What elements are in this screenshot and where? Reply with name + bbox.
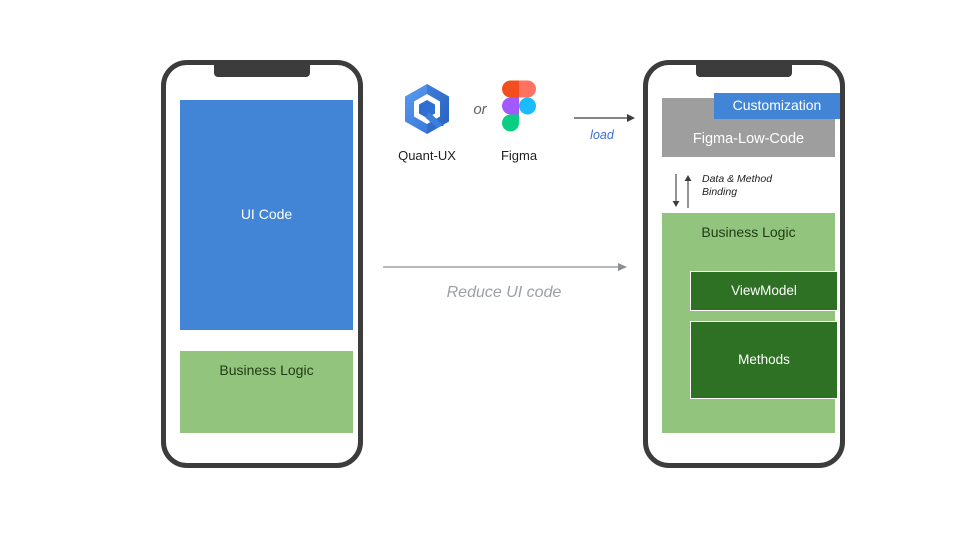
block-methods-label: Methods [738,351,790,367]
load-arrow-label: load [590,128,614,142]
quant-ux-caption: Quant-UX [398,148,456,163]
block-business-logic-right[interactable]: Business Logic ViewModel Methods [662,213,838,433]
reduce-arrow-group: Reduce UI code [382,258,632,312]
quant-ux-logo-icon [399,81,455,137]
block-methods[interactable]: Methods [690,321,838,399]
right-phone-frame: Figma-Low-Code Customization Data & Meth… [643,60,845,468]
data-method-binding-label: Data & Method Binding [702,173,773,199]
load-arrow-icon [574,114,635,122]
or-separator-label: or [473,101,487,118]
left-phone-frame: UI Code Business Logic [161,60,363,468]
block-ui-code[interactable]: UI Code [180,100,353,330]
figma-caption: Figma [500,148,538,163]
block-customization-label: Customization [732,97,822,114]
reduce-arrow-label: Reduce UI code [446,284,562,301]
phone-notch-icon [214,64,310,77]
tool-logo-row: or Quant-UX Figma [380,75,640,175]
block-viewmodel-label: ViewModel [731,282,797,298]
bidirectional-binding-arrows-icon [672,174,692,208]
block-business-logic-left[interactable]: Business Logic [180,351,353,433]
load-arrow-group: load [573,108,639,150]
block-business-logic-right-label: Business Logic [701,224,796,240]
block-ui-code-label: UI Code [240,206,293,223]
figma-logo-icon [502,79,536,133]
data-method-binding-group: Data & Method Binding [670,173,830,209]
block-business-logic-left-label: Business Logic [219,362,314,378]
block-viewmodel[interactable]: ViewModel [690,271,838,311]
block-customization[interactable]: Customization [714,93,840,119]
block-figma-low-code-label: Figma-Low-Code [692,130,805,147]
phone-notch-icon [696,64,792,77]
reduce-arrow-icon [383,263,627,271]
